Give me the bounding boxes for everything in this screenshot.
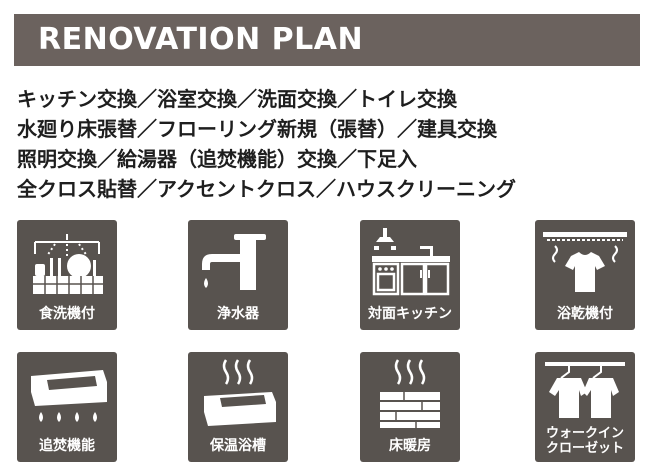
tile-label-bathroom-dryer: 浴乾機付 [557,306,613,322]
tile-label-floor-heating: 床暖房 [389,438,431,454]
tile-label-reheat-function: 追焚機能 [39,438,95,454]
tile-label-counter-kitchen: 対面キッチン [368,306,452,322]
tile-label-walk-in-closet-line1: ウォークイン [545,426,624,441]
tile-floor-heating: 床暖房 [360,352,460,462]
feature-line-1: キッチン交換／浴室交換／洗面交換／トイレ交換 [17,87,457,111]
tile-label-walk-in-closet: ウォークイン クローゼット [535,426,635,456]
dishwasher-icon [33,234,103,294]
bathroom-dryer-icon [543,232,627,292]
tile-walk-in-closet: ウォークイン クローゼット [535,352,635,462]
tile-label-walk-in-closet-line2: クローゼット [545,441,624,456]
tile-label-dishwasher: 食洗機付 [39,306,95,322]
tile-water-purifier: 浄水器 [188,220,288,330]
renovation-feature-list: キッチン交換／浴室交換／洗面交換／トイレ交換 水廻り床張替／フローリング新規（張… [17,84,516,204]
title-banner: RENOVATION PLAN [14,14,640,66]
feature-line-3: 照明交換／給湯器（追焚機能）交換／下足入 [17,147,417,171]
tile-reheat-function: 追焚機能 [17,352,117,462]
insulated-bathtub-icon [204,359,276,426]
tile-counter-kitchen: 対面キッチン [360,220,460,330]
tile-insulated-bathtub: 保温浴槽 [188,352,288,462]
tile-label-insulated-bathtub: 保温浴槽 [210,438,266,454]
bathtub-reheat-icon [31,370,107,422]
feature-line-4: 全クロス貼替／アクセントクロス／ハウスクリーニング [17,177,516,201]
feature-line-2: 水廻り床張替／フローリング新規（張替）／建具交換 [17,117,497,141]
tile-bathroom-dryer: 浴乾機付 [535,220,635,330]
page-title: RENOVATION PLAN [38,22,364,57]
walk-in-closet-icon [545,362,625,418]
kitchen-icon [372,228,450,296]
floor-heating-icon [380,359,440,428]
tile-dishwasher: 食洗機付 [17,220,117,330]
tile-label-water-purifier: 浄水器 [217,306,259,322]
water-faucet-icon [202,234,266,290]
